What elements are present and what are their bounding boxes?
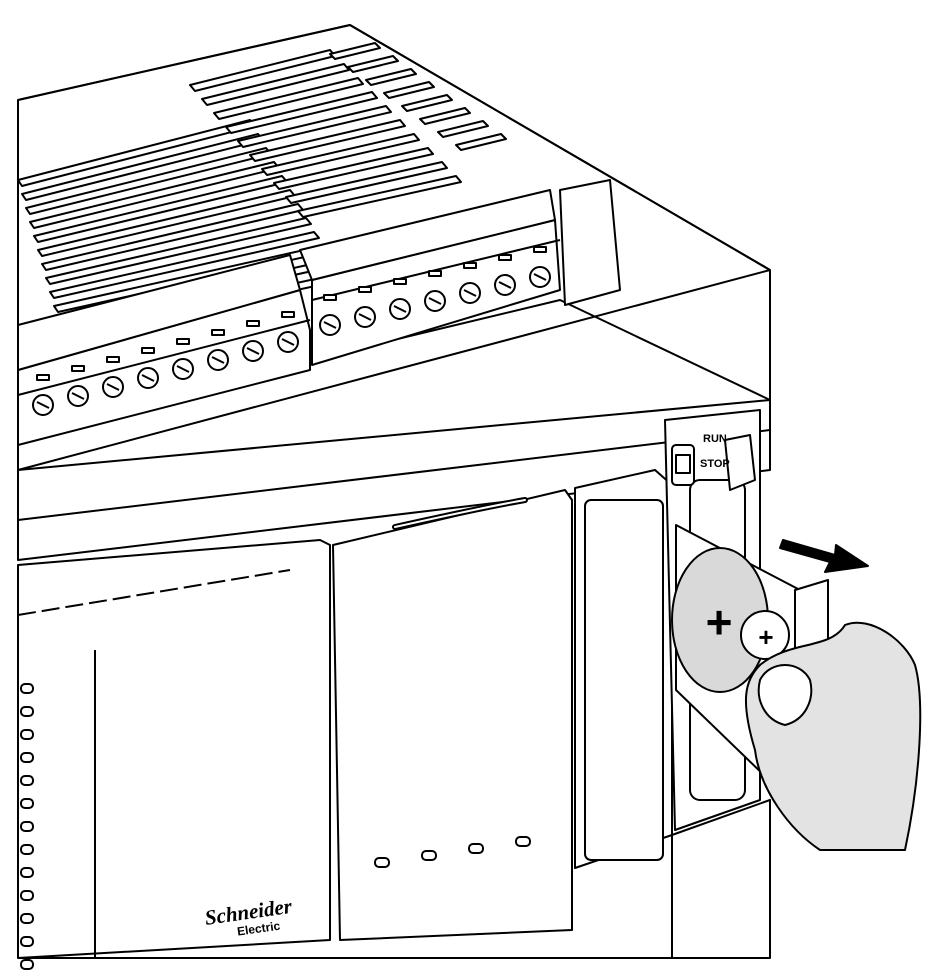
side-led: [20, 706, 34, 717]
screw-slot: [106, 383, 120, 391]
front-led: [468, 843, 484, 854]
screw-slot: [498, 281, 512, 289]
vent-slot: [329, 42, 381, 60]
vent-slot: [261, 133, 420, 176]
screw-slot: [141, 374, 155, 382]
battery-small-plus-sign: +: [758, 622, 773, 652]
screw-slot: [393, 305, 407, 313]
terminal-marker: [141, 347, 155, 354]
vent-slot: [45, 217, 312, 285]
vent-slot: [213, 77, 364, 120]
side-led: [20, 798, 34, 809]
hand: [744, 621, 922, 851]
screw-slot: [211, 356, 225, 364]
screw-slot: [176, 365, 190, 373]
vent-slot: [383, 81, 435, 99]
screw-slot: [428, 297, 442, 305]
side-led: [20, 844, 34, 855]
vent-slot: [285, 161, 448, 204]
screw-slot: [36, 401, 50, 409]
terminal-marker: [106, 356, 120, 363]
terminal-marker: [36, 374, 50, 381]
terminal-marker: [323, 294, 337, 301]
side-led: [20, 890, 34, 901]
screw-slot: [71, 392, 85, 400]
vent-slot: [455, 133, 507, 151]
side-led: [20, 913, 34, 924]
front-led: [515, 836, 531, 847]
logo-line2: Electric: [236, 919, 281, 939]
vent-slot: [249, 119, 406, 162]
side-led-column: [20, 683, 34, 970]
vent-slot: [365, 68, 417, 86]
screw-slot: [358, 313, 372, 321]
terminal-screws: [32, 246, 551, 416]
terminal-marker: [211, 329, 225, 336]
terminal-marker: [428, 270, 442, 277]
screw-slot: [323, 321, 337, 329]
side-led: [20, 775, 34, 786]
front-led: [421, 850, 437, 861]
side-led: [20, 867, 34, 878]
battery-plus-sign: +: [706, 596, 733, 648]
vent-slot: [237, 105, 392, 148]
pull-direction-arrow: [779, 539, 869, 573]
screw-slot: [281, 338, 295, 346]
vent-slot: [273, 147, 434, 190]
terminal-marker: [463, 262, 477, 269]
terminal-marker: [246, 320, 260, 327]
side-led: [20, 821, 34, 832]
vent-slot: [419, 107, 471, 125]
side-led: [20, 752, 34, 763]
side-led: [20, 959, 34, 970]
vent-slot: [49, 231, 320, 299]
terminal-marker: [498, 254, 512, 261]
vent-slot: [201, 63, 350, 106]
vent-slot: [347, 55, 399, 73]
vent-slot: [437, 120, 489, 138]
screw-slot: [533, 273, 547, 281]
vent-slot: [225, 91, 378, 134]
side-led: [20, 683, 34, 694]
vent-slot: [297, 175, 462, 218]
screw-slot: [246, 347, 260, 355]
terminal-marker: [71, 365, 85, 372]
terminal-marker: [176, 338, 190, 345]
front-led-indicators: [374, 836, 531, 868]
terminal-marker: [281, 311, 295, 318]
vent-slot: [401, 94, 453, 112]
run-label: RUN: [703, 433, 727, 445]
front-panel: [17, 399, 771, 959]
ventilation-slots-right: [189, 42, 507, 218]
terminal-marker: [358, 286, 372, 293]
front-led: [374, 857, 390, 868]
terminal-block-left: [17, 254, 311, 446]
screw-slot: [463, 289, 477, 297]
side-led: [20, 936, 34, 947]
terminal-marker: [393, 278, 407, 285]
stop-label: STOP: [700, 458, 730, 470]
run-stop-switch[interactable]: [671, 434, 756, 491]
side-led: [20, 729, 34, 740]
terminal-marker: [533, 246, 547, 253]
